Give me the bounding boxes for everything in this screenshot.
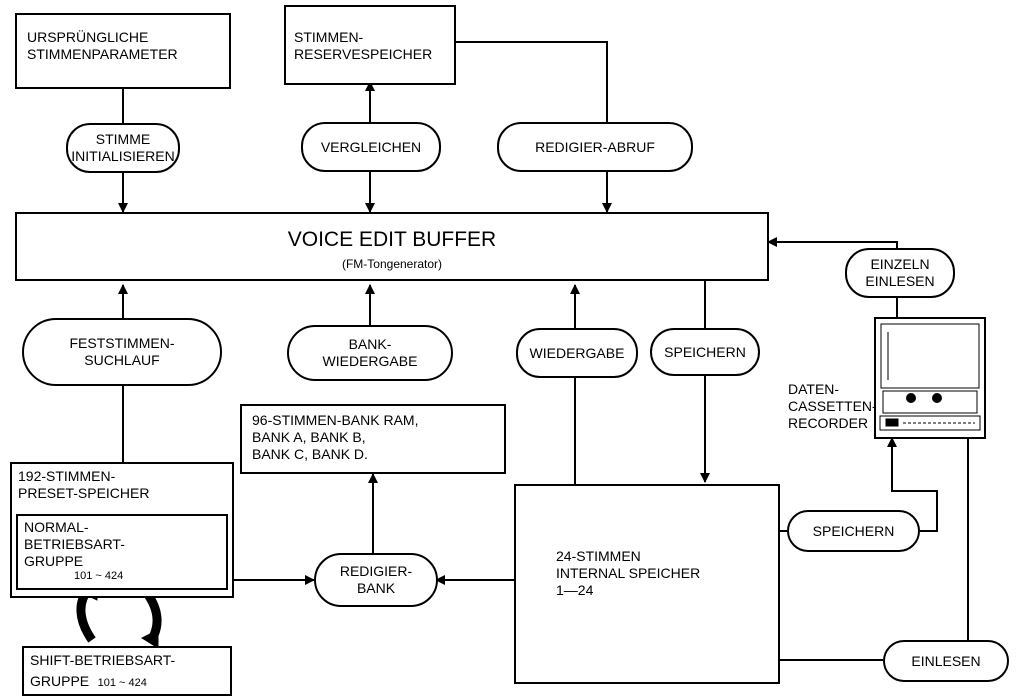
arrow-store-bottom-to-cassette — [887, 437, 938, 532]
internal-memory-box: 24-STIMMEN INTERNAL SPEICHER 1—24 — [514, 484, 780, 684]
voice-init-node: STIMME INITIALISIEREN — [66, 123, 180, 173]
bank-playback-node: BANK- WIEDERGABE — [287, 325, 453, 381]
cassette-recorder-label: DATEN- CASSETTEN- RECORDER — [788, 381, 877, 431]
arrow-single-load-to-buffer — [767, 237, 898, 248]
bank-ram-box: 96-STIMMEN-BANK RAM, BANK A, BANK B, BAN… — [240, 404, 506, 474]
edit-bank-node: REDIGIER- BANK — [314, 553, 438, 607]
voice-edit-buffer: VOICE EDIT BUFFER (FM-Tongenerator) — [15, 212, 769, 281]
preset-memory-box: 192-STIMMEN- PRESET-SPEICHER NORMAL- BET… — [10, 462, 234, 598]
single-load-node: EINZELN EINLESEN — [845, 248, 955, 298]
store-node-top: SPEICHERN — [650, 328, 760, 376]
store-node-bottom: SPEICHERN — [787, 510, 920, 552]
reserve-memory-box: STIMMEN- RESERVESPEICHER — [284, 5, 456, 85]
preset-search-node: FESTSTIMMEN- SUCHLAUF — [22, 318, 222, 386]
edit-recall-node: REDIGIER-ABRUF — [497, 122, 693, 172]
wire-reserve-to-edit-recall — [454, 41, 608, 122]
shift-group-box: SHIFT-BETRIEBSART- GRUPPE 101 ~ 424 — [22, 646, 232, 696]
playback-node: WIEDERGABE — [516, 328, 638, 378]
initial-params-box: URSPRÜNGLICHE STIMMENPARAMETER — [15, 13, 231, 89]
cassette-recorder-icon — [874, 317, 986, 439]
normal-group-box: NORMAL- BETRIEBSART- GRUPPE 101 ~ 424 — [16, 514, 228, 590]
compare-node: VERGLEICHEN — [301, 122, 441, 172]
load-node: EINLESEN — [883, 640, 1009, 682]
